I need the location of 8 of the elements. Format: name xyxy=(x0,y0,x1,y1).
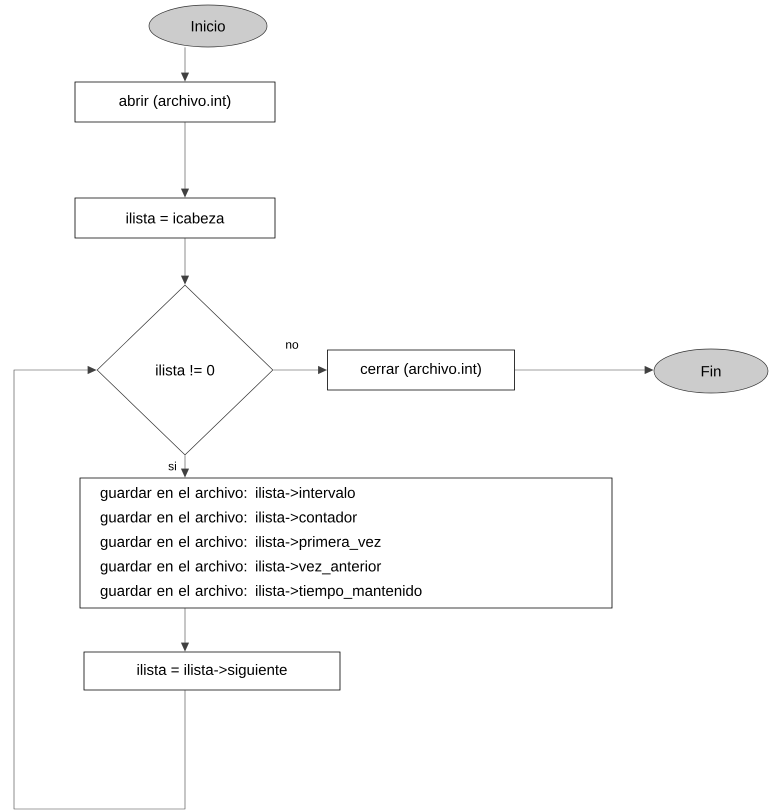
arrow xyxy=(14,366,186,810)
process-box: guardar en el archivo: ilista->intervalo guardar en el archivo: ilista->contador guardar en el archivo: ilista->primera_vez guardar en el archivo: ilista->vez_anterior guardar en el archivo: ilista->tiempo_mantenido xyxy=(80,478,612,608)
process-box: abrir (archivo.int) xyxy=(74,82,276,122)
process-box: ilista = icabeza xyxy=(74,198,276,238)
process-box: ilista = ilista->siguiente xyxy=(84,652,340,690)
edge-label: no xyxy=(284,341,300,350)
edge-label: si xyxy=(167,460,178,472)
process-box: cerrar (archivo.int) xyxy=(327,350,515,390)
